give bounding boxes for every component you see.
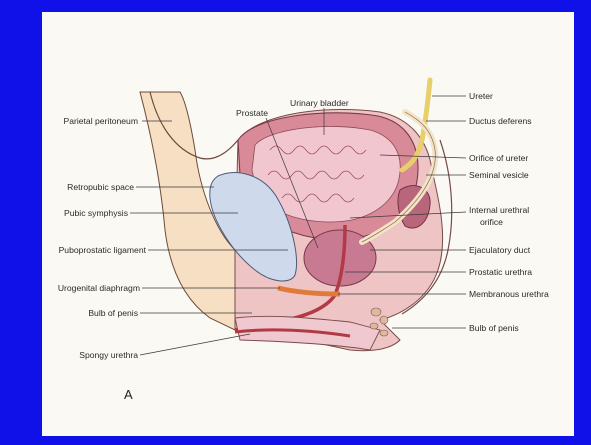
leader-spongy-urethra — [140, 334, 250, 355]
label-ductus-deferens: Ductus deferens — [469, 116, 532, 126]
label-orifice-of-ureter: Orifice of ureter — [469, 153, 528, 163]
label-urogenital-diaphragm: Urogenital diaphragm — [58, 283, 140, 293]
label-ejaculatory-duct: Ejaculatory duct — [469, 245, 531, 255]
label-membranous-urethra: Membranous urethra — [469, 289, 549, 299]
panel-letter: A — [124, 387, 133, 402]
label-seminal-vesicle: Seminal vesicle — [469, 170, 529, 180]
label-urinary-bladder: Urinary bladder — [290, 98, 349, 108]
anatomy-diagram: Parietal peritoneum Retropubic space Pub… — [42, 12, 574, 436]
label-retropubic-space: Retropubic space — [67, 182, 134, 192]
figure-frame: Parietal peritoneum Retropubic space Pub… — [42, 12, 574, 436]
label-puboprostatic-ligament: Puboprostatic ligament — [59, 245, 147, 255]
label-prostatic-urethra: Prostatic urethra — [469, 267, 532, 277]
label-spongy-urethra: Spongy urethra — [79, 350, 138, 360]
label-parietal-peritoneum: Parietal peritoneum — [63, 116, 138, 126]
label-internal-urethral-orifice-line2: orifice — [480, 217, 503, 227]
label-bulb-of-penis-right: Bulb of penis — [469, 323, 519, 333]
label-ureter: Ureter — [469, 91, 493, 101]
label-pubic-symphysis: Pubic symphysis — [64, 208, 128, 218]
label-prostate: Prostate — [236, 108, 268, 118]
label-bulb-of-penis-left: Bulb of penis — [88, 308, 138, 318]
label-internal-urethral-orifice-line1: Internal urethral — [469, 205, 529, 215]
